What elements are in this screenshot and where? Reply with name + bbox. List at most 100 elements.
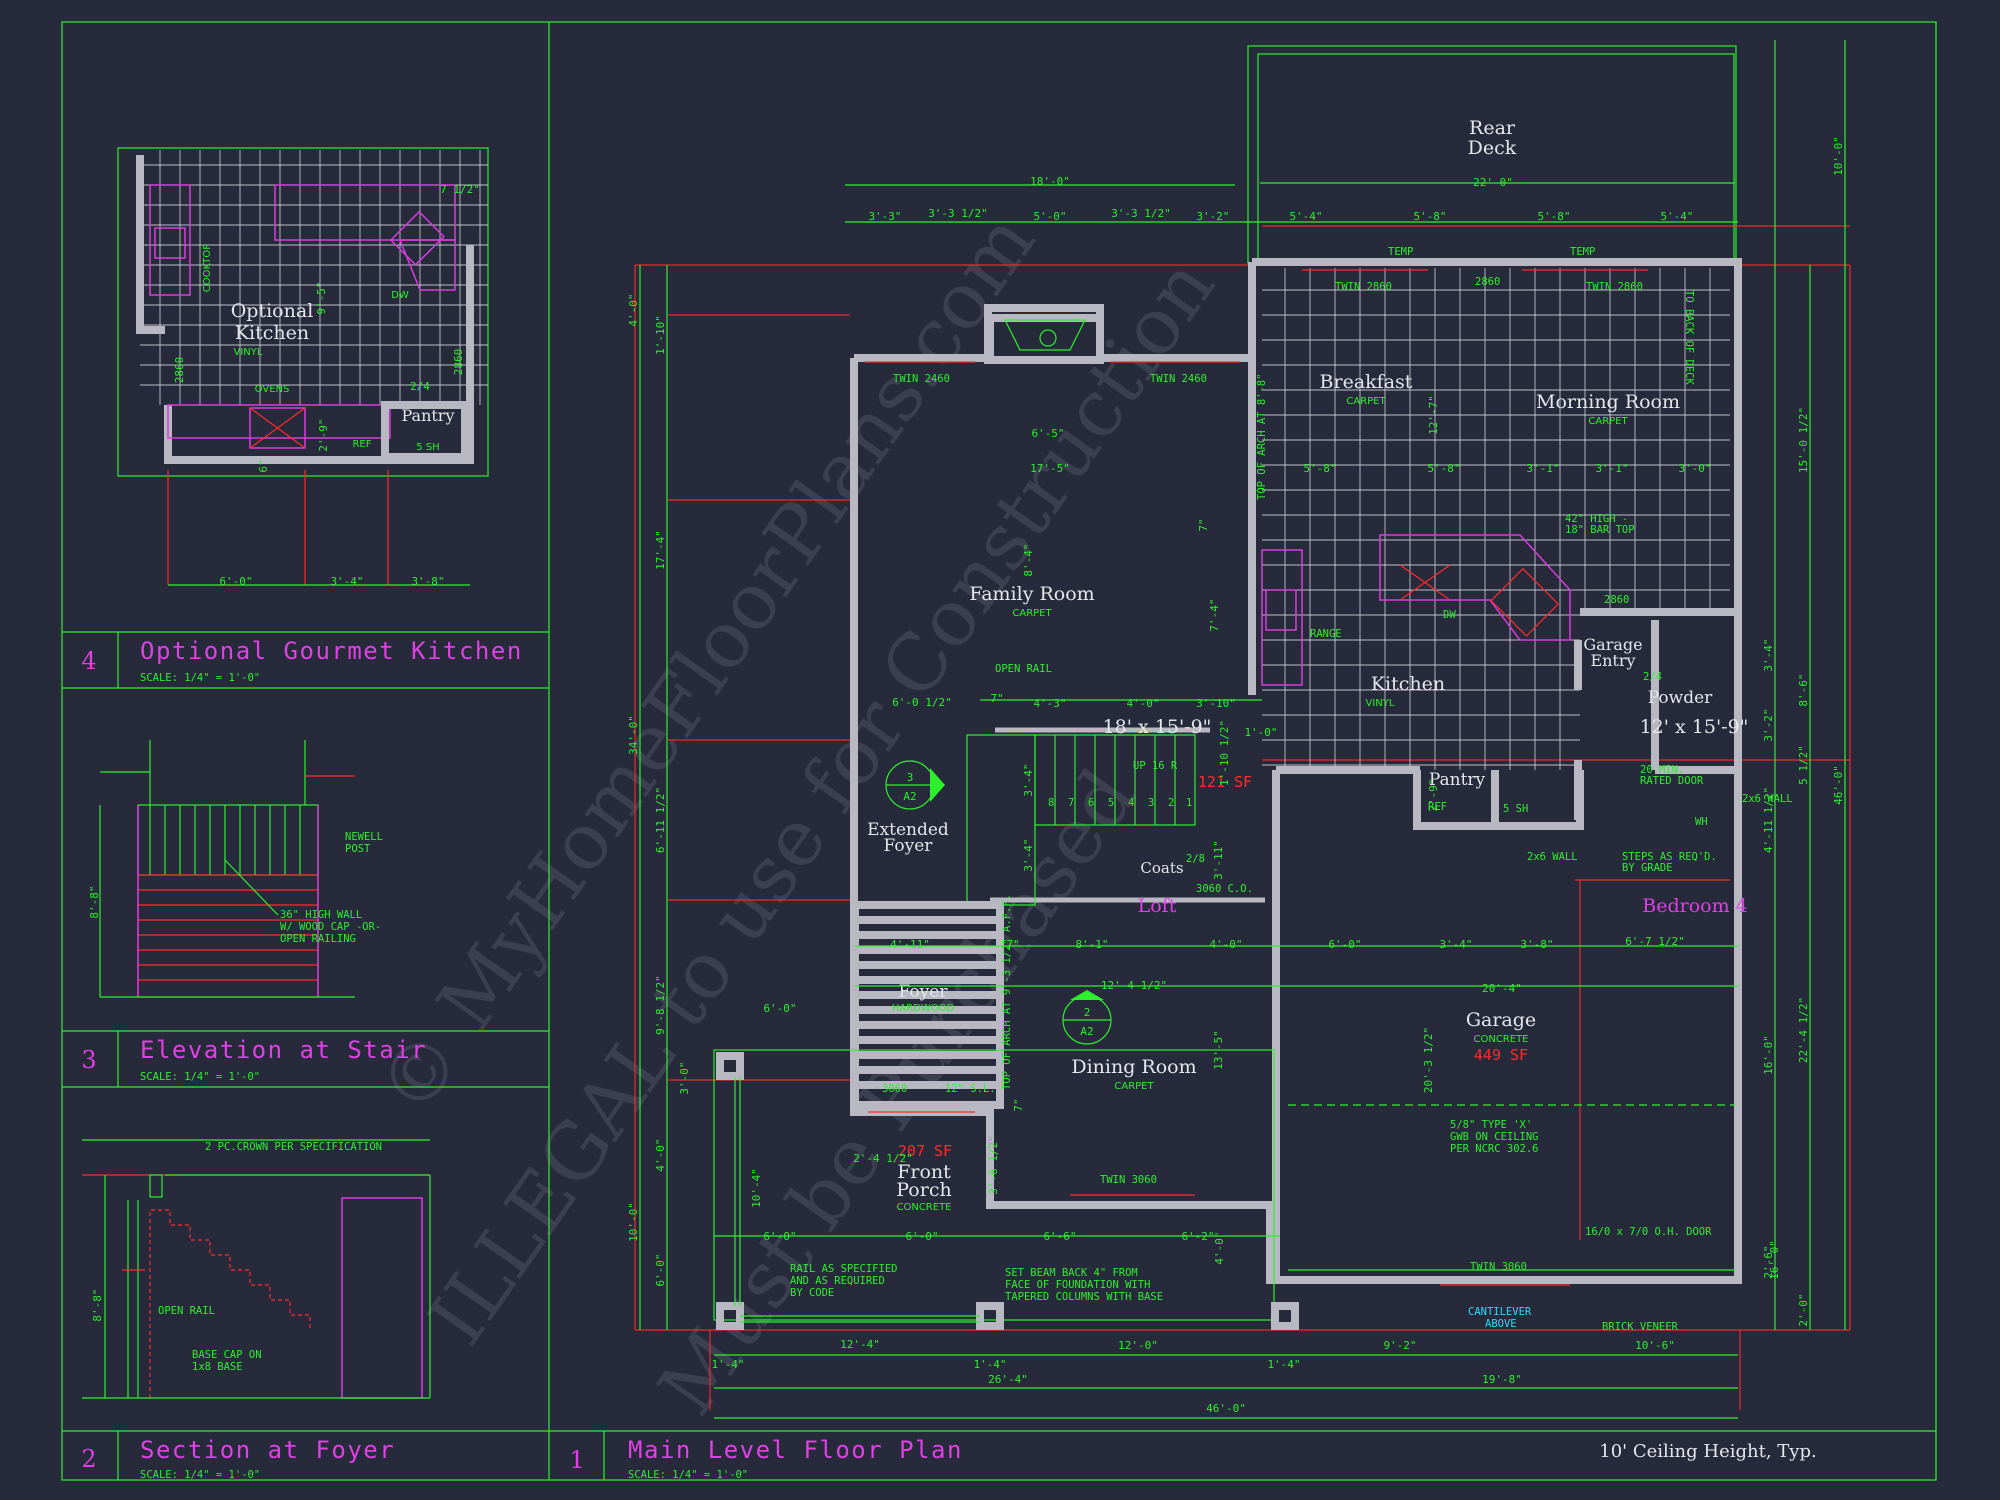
dim-top-5: 3'-2" (1196, 210, 1229, 223)
detail-2-scale: SCALE: 1/4" = 1'-0" (140, 1469, 260, 1481)
label-temp-2: TEMP (1570, 246, 1595, 258)
optional-dim-1: 6'-0" (219, 575, 252, 588)
label-dw: DW (1443, 609, 1456, 621)
dim-right-6: 4'-11 1/2" (1762, 787, 1775, 853)
label-twin2860-1: TWIN 2860 (1335, 281, 1392, 293)
dim-fam-2: 6'-5" (1031, 427, 1064, 440)
dim-left-6: 4'-0" (654, 1138, 667, 1171)
detail-optional-kitchen: Optional Kitchen VINYL Pantry 5 SH REF O… (81, 147, 523, 684)
dim-row3-1: 12'-4 1/2" (1101, 979, 1167, 992)
label-sl: 12" S.L. (945, 1083, 996, 1095)
sheet-frame (61, 21, 1937, 1481)
room-foyer: Foyer (899, 982, 949, 1002)
foyer-sf: 121 SF (1198, 773, 1252, 791)
detail-elevation-stair: 8'-8" NEWELL POST 36" HIGH WALL W/ WOOD … (81, 740, 426, 1083)
room-morning: Morning Room (1536, 391, 1680, 413)
detail-tag-3-num: 3 (907, 771, 914, 784)
dim-top-3: 5'-0" (1033, 210, 1066, 223)
dim-misc-10: 7" (1012, 1098, 1025, 1111)
stair-5: 5 (1108, 797, 1114, 809)
dim-misc-4: 16'-0" (1768, 1240, 1781, 1280)
dim-mid-3: 4'-3" (1033, 697, 1066, 710)
kitchen-island (1379, 534, 1571, 641)
dim-porch-4: 6'-2" (1181, 1230, 1214, 1243)
room-pantry: Pantry (1429, 770, 1486, 790)
room-kitchen-floor: VINYL (1366, 698, 1395, 709)
label-steps-1: STEPS AS REQ'D. (1622, 851, 1717, 863)
dim-porch-1: 6'-0" (763, 1230, 796, 1243)
plan-scale: SCALE: 1/4" = 1'-0" (628, 1469, 748, 1481)
dim-misc-9: 13'-5" (1212, 1030, 1225, 1070)
optional-dw: DW (391, 290, 409, 301)
label-twin3060-2: TWIN 3060 (1470, 1261, 1527, 1273)
dim-mid-4: 4'-0" (1126, 697, 1159, 710)
dim-right-12: 46'-0" (1832, 765, 1845, 805)
dim-row2-5: 6'-0" (1328, 938, 1361, 951)
label-gwb-1: 5/8" TYPE 'X' (1450, 1119, 1532, 1131)
dim-top-outer: 18'-0" (1030, 175, 1070, 188)
stair-height: 8'-8" (88, 885, 101, 918)
room-coats: Coats (1140, 859, 1183, 877)
dim-misc-16: 10'-4" (750, 1168, 763, 1208)
room-family-size: 18' x 15'-9" (1103, 716, 1212, 738)
dim-top-9: 5'-4" (1660, 210, 1693, 223)
room-garage-entry-2: Entry (1590, 651, 1635, 670)
room-porch-1: Front (897, 1161, 951, 1183)
detail-4-title: Optional Gourmet Kitchen (140, 637, 523, 665)
dim-misc-14: 2'-9" (1427, 778, 1440, 811)
label-range: RANGE (1310, 628, 1342, 640)
optional-dim-4: 7 1/2" (440, 183, 480, 196)
dim-mid-6: 1'-0" (1244, 726, 1277, 739)
dim-misc-11: 3'-6 1/2" (987, 1135, 1000, 1195)
dim-bot-5: 1'-4" (1267, 1358, 1300, 1371)
plan-title: Main Level Floor Plan (628, 1436, 963, 1464)
label-ohdoor: 16/0 x 7/0 O.H. DOOR (1585, 1226, 1712, 1238)
label-wh: WH (1695, 816, 1708, 828)
dim-porch-3: 6'-6" (1043, 1230, 1076, 1243)
stair-7: 7 (1068, 797, 1074, 809)
dim-right-7: 5 1/2" (1797, 745, 1810, 785)
dim-right-9: 22'-4 1/2" (1797, 997, 1810, 1063)
newell-1: NEWELL (345, 831, 383, 843)
label-2860: 2860 (1475, 276, 1500, 288)
label-rail-2: AND AS REQUIRED (790, 1275, 885, 1287)
room-extended-foyer-2: Foyer (884, 836, 934, 856)
detail-tag-2-sheet: A2 (1080, 1025, 1093, 1038)
room-kitchen: Kitchen (1371, 673, 1445, 695)
optional-dim-2: 3'-4" (330, 575, 363, 588)
dim-row2-8: 6'-7 1/2" (1625, 935, 1685, 948)
dim-top-7: 5'-8" (1413, 210, 1446, 223)
dim-right-4: 8'-6" (1797, 673, 1810, 706)
dim-misc-5: 1'-10 1/2" (1218, 720, 1231, 786)
dim-right-3: 3'-4" (1762, 638, 1775, 671)
room-powder: Powder (1648, 688, 1713, 708)
dim-total-1: 26'-4" (988, 1373, 1028, 1386)
section-open-rail: OPEN RAIL (158, 1305, 215, 1317)
dim-bot-7: 10'-6" (1635, 1339, 1675, 1352)
dim-k-2: 5'-8" (1427, 462, 1460, 475)
optional-ref: REF (352, 439, 371, 450)
label-2x6-b: 2x6 WALL (1742, 793, 1793, 805)
optional-dim-7: 2860 (452, 349, 465, 376)
dim-misc-17: 3'-0" (678, 1061, 691, 1094)
dim-misc-2: 7" (1197, 518, 1210, 531)
dim-porch-top: 6'-0" (763, 1002, 796, 1015)
watermark: © MyHomeFloorPlans.com ILLEGAL to use fo… (362, 198, 1232, 1431)
porch-sf: 207 SF (898, 1142, 952, 1160)
optional-dim-10: 6" (257, 459, 270, 472)
room-dining: Dining Room (1071, 1056, 1196, 1078)
optional-dim-8: 2'-9" (317, 418, 330, 451)
stair-wall-2: W/ WOOD CAP -OR- (280, 921, 381, 933)
dim-bot-3: 1'-4" (973, 1358, 1006, 1371)
dim-left-3: 17'-4" (654, 530, 667, 570)
dim-top-2: 3'-3 1/2" (928, 207, 988, 220)
kitchen-tile-grid (140, 150, 488, 405)
walls (850, 258, 1742, 1284)
room-family: Family Room (969, 583, 1094, 605)
dim-row3-2: 20'-4" (1482, 982, 1522, 995)
label-gwb-2: GWB ON CEILING (1450, 1131, 1539, 1143)
section-crown: 2 PC.CROWN PER SPECIFICATION (205, 1141, 382, 1153)
dim-row2-1: 4'-11" (890, 938, 930, 951)
dim-left-1: 4'-0" (627, 293, 640, 326)
